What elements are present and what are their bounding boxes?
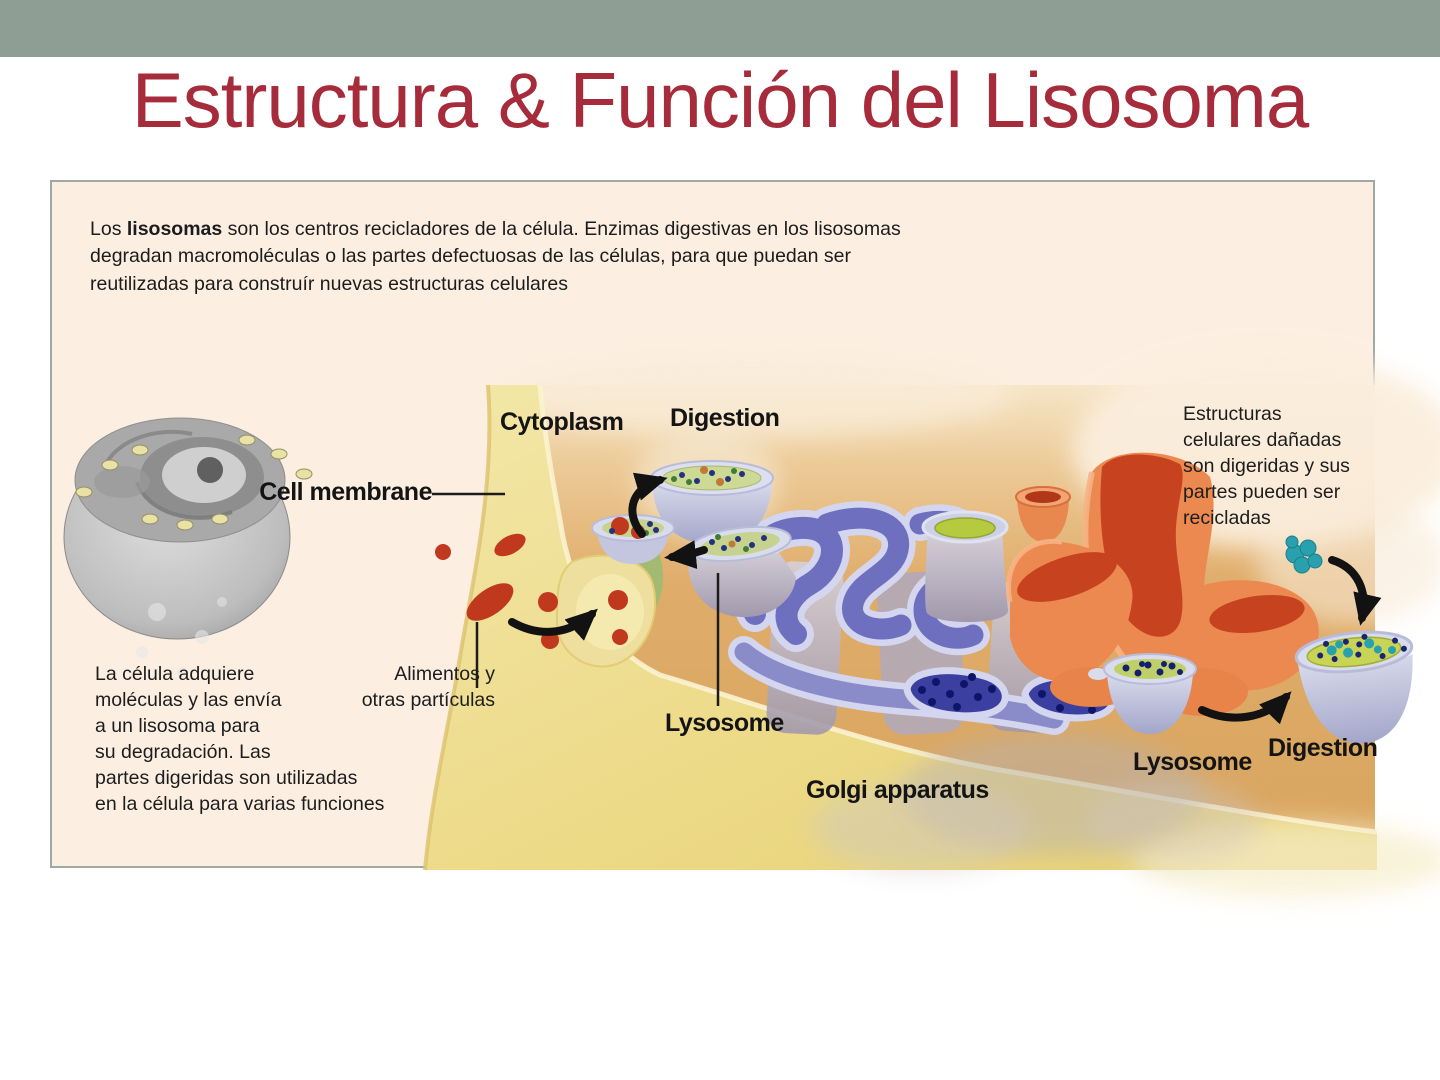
note-line: moléculas y las envía (95, 689, 282, 711)
note-line: otras partículas (361, 689, 495, 711)
digestion-vesicle-right (1294, 630, 1414, 744)
note-line: recicladas (1183, 507, 1271, 529)
flow-arrows (508, 472, 1382, 725)
diagram-panel: Los lisosomas son los centros reciclador… (50, 180, 1440, 898)
note-damaged-structures: Estructuras celulares dañadas son digeri… (1183, 401, 1350, 531)
note-line: partes digeridas son utilizadas (95, 767, 358, 789)
small-orange-vesicle (1015, 486, 1071, 542)
label-digestion-right: Digestion (1268, 734, 1378, 762)
note-line: celulares dañadas (1183, 429, 1342, 451)
slide-title: Estructura & Función del Lisosoma (131, 56, 1310, 144)
label-cytoplasm: Cytoplasm (500, 408, 624, 436)
note-food-particles: Alimentos y otras partículas (320, 661, 495, 713)
intro-paragraph: Los lisosomas son los centros reciclador… (90, 216, 932, 298)
label-golgi-apparatus: Golgi apparatus (806, 776, 989, 804)
recycled-molecule-teal (1285, 535, 1323, 574)
note-line: su degradación. Las (95, 741, 271, 763)
food-particles (435, 533, 628, 649)
haze (812, 734, 1262, 872)
label-lysosome-center: Lysosome (665, 709, 784, 737)
note-line: Alimentos y (394, 663, 495, 685)
lysosome-vesicle-right (1088, 653, 1197, 734)
cell-cutaway-illustration (63, 417, 313, 677)
note-line: son digeridas y sus (1183, 455, 1350, 477)
label-cell-membrane: Cell membrane (259, 478, 432, 506)
damaged-organelles-orange (1006, 452, 1319, 716)
intro-prefix: Los (90, 218, 127, 240)
intro-rest: son los centros recicladores de la célul… (90, 218, 901, 295)
lysosome-vesicle-center (688, 525, 796, 618)
note-line: La célula adquiere (95, 663, 255, 685)
note-line: Estructuras (1183, 403, 1282, 425)
vesicle-cylinder (921, 510, 1009, 622)
fused-lysosome-vesicle (591, 514, 675, 564)
note-line: en la célula para varias funciones (95, 793, 385, 815)
note-line: partes pueden ser (1183, 481, 1341, 503)
lysosome-diagram-illustration (63, 352, 1440, 898)
header-bar (0, 0, 1440, 57)
intro-bold-term: lisosomas (126, 218, 223, 240)
note-line: a un lisosoma para (95, 715, 260, 737)
label-lysosome-right: Lysosome (1133, 748, 1252, 776)
label-digestion-top: Digestion (670, 404, 780, 432)
note-cell-acquires: La célula adquiere moléculas y las envía… (95, 661, 384, 817)
leader-lines (432, 492, 720, 706)
